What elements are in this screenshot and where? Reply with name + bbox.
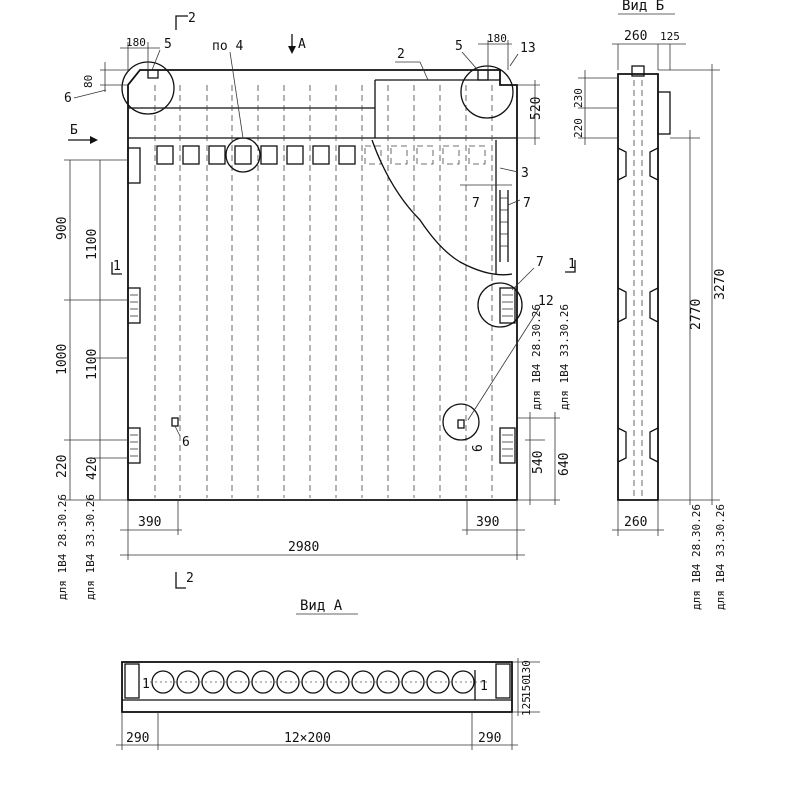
dim-80: 80 <box>82 75 95 88</box>
side-dim-125: 125 <box>660 30 680 43</box>
detail-circle-5-right <box>460 65 514 119</box>
detail-circle-12 <box>442 403 480 441</box>
plan-view-title: Вид А <box>300 598 343 614</box>
detail-circle-7 <box>477 282 523 328</box>
side-pocket-2 <box>617 287 627 323</box>
plan-dim-12x200: 12×200 <box>284 731 331 746</box>
side-profile <box>617 73 659 501</box>
dim-220-bottom: 220 <box>55 455 70 478</box>
dim-390-left: 390 <box>138 515 161 530</box>
callout-2-bottom: 2 <box>186 571 194 586</box>
plan-dim-290-right: 290 <box>478 731 501 746</box>
note-right-2: для 1В4 33.30.26 <box>558 304 571 410</box>
anchor-right <box>457 419 465 429</box>
callout-3: 3 <box>521 166 529 181</box>
plan-end-left <box>124 663 140 699</box>
side-dim-260-top: 260 <box>624 29 647 44</box>
side-dim-3270: 3270 <box>713 269 728 300</box>
callout-7c: 7 <box>536 255 544 270</box>
callout-6-right: 6 <box>471 444 486 452</box>
side-pocket-1 <box>617 147 627 181</box>
section-2-top-marker <box>175 15 188 30</box>
label-po4: по 4 <box>212 39 243 54</box>
anchor-left <box>171 417 179 427</box>
dim-220-top: 220 <box>572 118 585 138</box>
dim-1100-bottom: 1100 <box>85 349 100 380</box>
dim-1100-top: 1100 <box>85 229 100 260</box>
panel-outline <box>127 69 518 501</box>
detail-circle-4 <box>225 137 261 173</box>
plan-dim-290-left: 290 <box>126 731 149 746</box>
pockets-right <box>499 287 516 464</box>
callout-B: Б <box>70 123 78 138</box>
plan-end-right <box>495 663 511 699</box>
right-dim-bottom <box>517 412 560 505</box>
main-view: 180 5 2 по 4 А 2 5 180 13 80 6 Б <box>55 11 576 600</box>
callout-7b: 7 <box>523 196 531 211</box>
section-1-right-marker <box>565 260 576 273</box>
callout-7a: 7 <box>472 196 480 211</box>
break-line <box>371 139 513 276</box>
callout-1-left: 1 <box>113 259 121 274</box>
rebar-ladder <box>499 190 509 262</box>
plan-view: Вид А 1 1 130 150 125 290 <box>116 598 540 750</box>
side-pocket-3 <box>617 427 627 463</box>
top-notch-left <box>147 70 159 79</box>
left-dim-chain <box>64 159 128 501</box>
callout-5-left: 5 <box>164 37 172 52</box>
dim-2980: 2980 <box>288 540 319 555</box>
dim-230: 230 <box>572 88 585 108</box>
bottom-dim-chain <box>120 500 525 560</box>
side-bracket <box>657 91 671 135</box>
dim-540: 540 <box>531 451 546 474</box>
side-dim-2770: 2770 <box>689 299 704 330</box>
right-dim-top <box>517 80 540 145</box>
callout-6-bottom: 6 <box>182 435 190 450</box>
openings-row <box>156 145 486 165</box>
plan-outline <box>121 661 513 713</box>
dim-180-right: 180 <box>487 32 507 45</box>
note-left-1: для 1В4 28.30.26 <box>56 494 69 600</box>
side-view: Вид Б 260 125 230 220 2770 3270 <box>572 0 728 610</box>
plan-callout-1-right: 1 <box>480 679 488 694</box>
plan-callout-1-left: 1 <box>142 677 150 692</box>
callout-12: 12 <box>538 294 554 309</box>
plan-dim-130: 130 <box>520 660 533 680</box>
section-1-left-marker <box>111 262 122 275</box>
callout-5-right: 5 <box>455 39 463 54</box>
dim-390-right: 390 <box>476 515 499 530</box>
dim-180-left: 180 <box>126 36 146 49</box>
section-2-bottom-marker <box>175 572 186 589</box>
callout-A: А <box>298 37 306 52</box>
callout-2-top: 2 <box>188 11 196 26</box>
callout-13: 13 <box>520 41 536 56</box>
dim-420: 420 <box>85 457 100 480</box>
top-notch-right <box>477 70 489 81</box>
side-view-title: Вид Б <box>622 0 664 14</box>
core-lines <box>154 85 493 498</box>
side-dim-260-bottom: 260 <box>624 515 647 530</box>
plan-dim-125: 125 <box>520 696 533 716</box>
dim-1000: 1000 <box>55 344 70 375</box>
callout-6-left: 6 <box>64 91 72 106</box>
dim-520: 520 <box>529 97 544 120</box>
callout-1-right: 1 <box>568 257 576 272</box>
plan-dim-150: 150 <box>520 678 533 698</box>
dim-640: 640 <box>557 453 572 476</box>
pockets-left <box>127 147 141 464</box>
note-right-1: для 1В4 28.30.26 <box>530 304 543 410</box>
plan-hollow-cores <box>145 670 490 694</box>
callout-2-mid: 2 <box>397 47 405 62</box>
side-note-2: для 1В4 33.30.26 <box>714 504 727 610</box>
dim-900: 900 <box>55 217 70 240</box>
side-note-1: для 1В4 28.30.26 <box>690 504 703 610</box>
note-left-2: для 1В4 33.30.26 <box>84 494 97 600</box>
side-top-lug <box>631 65 645 77</box>
